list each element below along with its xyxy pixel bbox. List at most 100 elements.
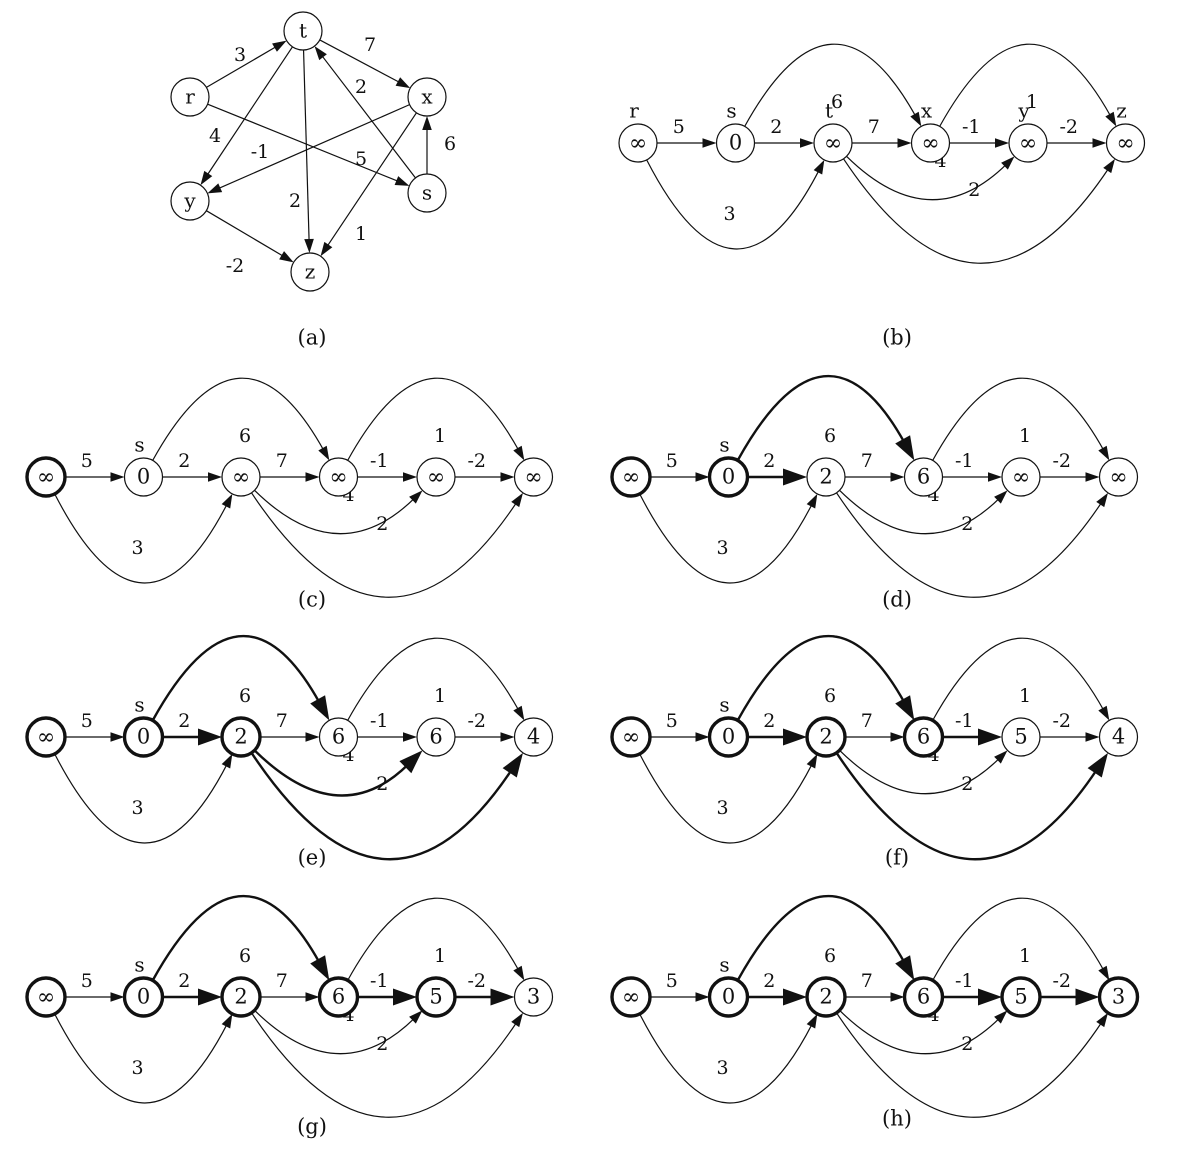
edge-r-t: 3 bbox=[54, 493, 233, 584]
edge-y-z-weight-label: -2 bbox=[1052, 710, 1071, 732]
vertex-x-label: x bbox=[421, 85, 433, 109]
panel-caption-c: (c) bbox=[298, 588, 326, 612]
edge-s-t-line bbox=[320, 54, 416, 179]
edge-r-t-weight-label: 3 bbox=[716, 537, 728, 559]
panel-caption-a: (a) bbox=[298, 326, 327, 350]
edge-x-z: 1 bbox=[932, 377, 1110, 461]
edge-x-z-arrowhead bbox=[1098, 705, 1110, 721]
edge-r-t-line bbox=[646, 159, 820, 250]
vertex-y-circle bbox=[416, 717, 456, 757]
vertex-z-circle bbox=[513, 717, 554, 757]
edge-t-z-line bbox=[835, 752, 1098, 861]
vertex-s-circle bbox=[407, 173, 447, 213]
edge-r-s-line bbox=[207, 103, 400, 183]
edge-s-t: 2 bbox=[747, 970, 807, 1006]
vertex-y-circle bbox=[1001, 717, 1041, 757]
vertex-s-label: 0 bbox=[137, 465, 150, 489]
vertex-r: ∞ bbox=[610, 716, 652, 758]
vertex-t-label: 2 bbox=[819, 725, 832, 749]
vertex-y-label: ∞ bbox=[1012, 465, 1030, 490]
edge-r-s-weight-label: 5 bbox=[81, 450, 93, 472]
edge-s-t-weight-label: 2 bbox=[355, 76, 367, 98]
vertex-r-label: ∞ bbox=[629, 131, 647, 156]
vertex-s: 0 bbox=[123, 457, 164, 497]
edge-r-s-weight-label: 5 bbox=[81, 710, 93, 732]
edge-t-y-arrowhead bbox=[1001, 156, 1015, 170]
edge-x-y: -1 bbox=[942, 970, 1002, 1006]
edge-s-t-arrowhead bbox=[783, 468, 807, 486]
edge-t-x-line bbox=[319, 39, 401, 84]
edge-y-z-arrowhead bbox=[1092, 138, 1107, 148]
edge-r-s-weight-label: 5 bbox=[666, 710, 678, 732]
edge-x-y: -1 bbox=[942, 450, 1002, 482]
vertex-x: 6 bbox=[902, 976, 945, 1018]
edge-x-y: -1 bbox=[207, 104, 410, 194]
vertex-r-label: ∞ bbox=[37, 725, 55, 750]
vertex-z-circle bbox=[1097, 976, 1140, 1018]
vertex-name-s: s bbox=[719, 953, 729, 977]
edge-r-t-weight-label: 3 bbox=[716, 1057, 728, 1079]
edge-s-t-weight-label: 2 bbox=[763, 450, 775, 472]
edge-x-y-weight-label: -1 bbox=[955, 970, 974, 992]
edge-s-t-arrowhead bbox=[314, 46, 327, 61]
vertex-z-circle bbox=[513, 457, 554, 497]
vertex-r-label: ∞ bbox=[622, 985, 640, 1010]
edge-t-x-arrowhead bbox=[305, 472, 320, 482]
vertex-x-circle bbox=[902, 976, 945, 1018]
vertex-z: 4 bbox=[513, 717, 554, 757]
edge-x-z-weight-label: 1 bbox=[434, 425, 446, 447]
vertex-name-s: s bbox=[134, 433, 144, 457]
vertex-r-label: ∞ bbox=[622, 465, 640, 490]
panel-caption-g: (g) bbox=[297, 1115, 327, 1139]
vertex-y: ∞ bbox=[416, 457, 456, 497]
panel-caption-f: (f) bbox=[885, 846, 909, 870]
edge-y-z-weight-label: -2 bbox=[226, 255, 245, 277]
edge-s-x-weight-label: 6 bbox=[831, 91, 843, 113]
edge-y-z: -2 bbox=[455, 450, 515, 482]
edge-x-z-line bbox=[347, 897, 520, 981]
panel-caption-e: (e) bbox=[298, 846, 327, 870]
edge-r-s: 5 bbox=[657, 116, 717, 148]
vertex-z-circle bbox=[513, 977, 554, 1017]
edge-t-x: 7 bbox=[845, 970, 905, 1002]
edge-r-t-line bbox=[54, 493, 228, 584]
vertex-z-circle bbox=[1098, 717, 1139, 757]
edge-t-y-line bbox=[839, 489, 1001, 535]
panel-caption-b: (b) bbox=[882, 326, 912, 350]
edge-s-x-weight-label: 6 bbox=[239, 945, 251, 967]
edge-r-s-weight-label: 5 bbox=[666, 970, 678, 992]
edge-s-x-line bbox=[736, 374, 906, 461]
edge-r-t-arrowhead bbox=[806, 1013, 818, 1029]
vertex-s-circle bbox=[707, 456, 750, 498]
edge-r-t-arrowhead bbox=[272, 40, 287, 52]
edge-r-t-line bbox=[639, 1013, 813, 1104]
vertex-s: 0 bbox=[122, 976, 165, 1018]
vertex-r-label: ∞ bbox=[37, 985, 55, 1010]
vertex-r-circle bbox=[170, 77, 210, 117]
vertex-y-circle bbox=[170, 181, 210, 221]
vertex-y: 5 bbox=[1000, 976, 1042, 1018]
edge-x-z-line bbox=[932, 377, 1105, 461]
edge-s-t-weight-label: 2 bbox=[763, 970, 775, 992]
vertex-y: 5 bbox=[415, 976, 457, 1018]
vertex-r-label: ∞ bbox=[37, 465, 55, 490]
edge-s-x: 6 bbox=[152, 377, 330, 461]
edge-s-x: 6 bbox=[744, 43, 922, 127]
edge-y-z-weight-label: -2 bbox=[1052, 450, 1071, 472]
edge-x-y-arrowhead bbox=[403, 732, 417, 742]
vertex-x-label: ∞ bbox=[921, 131, 939, 156]
edge-r-t-weight-label: 3 bbox=[716, 797, 728, 819]
edge-y-z-weight-label: -2 bbox=[1059, 116, 1078, 138]
edge-y-z: -2 bbox=[206, 210, 294, 277]
edge-t-z-weight-label: 2 bbox=[289, 190, 301, 212]
edge-y-z-arrowhead bbox=[279, 251, 294, 263]
edge-x-y-arrowhead bbox=[988, 472, 1002, 482]
edge-t-y-arrowhead bbox=[409, 1010, 423, 1024]
edge-r-s-arrowhead bbox=[702, 138, 717, 148]
vertex-z-label: 3 bbox=[527, 985, 540, 1009]
edge-y-z-arrowhead bbox=[1075, 988, 1100, 1006]
vertex-x: 6 bbox=[903, 457, 944, 497]
vertex-y-label: y bbox=[183, 189, 196, 213]
edge-x-z-weight-label: 1 bbox=[1019, 425, 1031, 447]
edge-t-z-arrowhead bbox=[511, 492, 523, 508]
